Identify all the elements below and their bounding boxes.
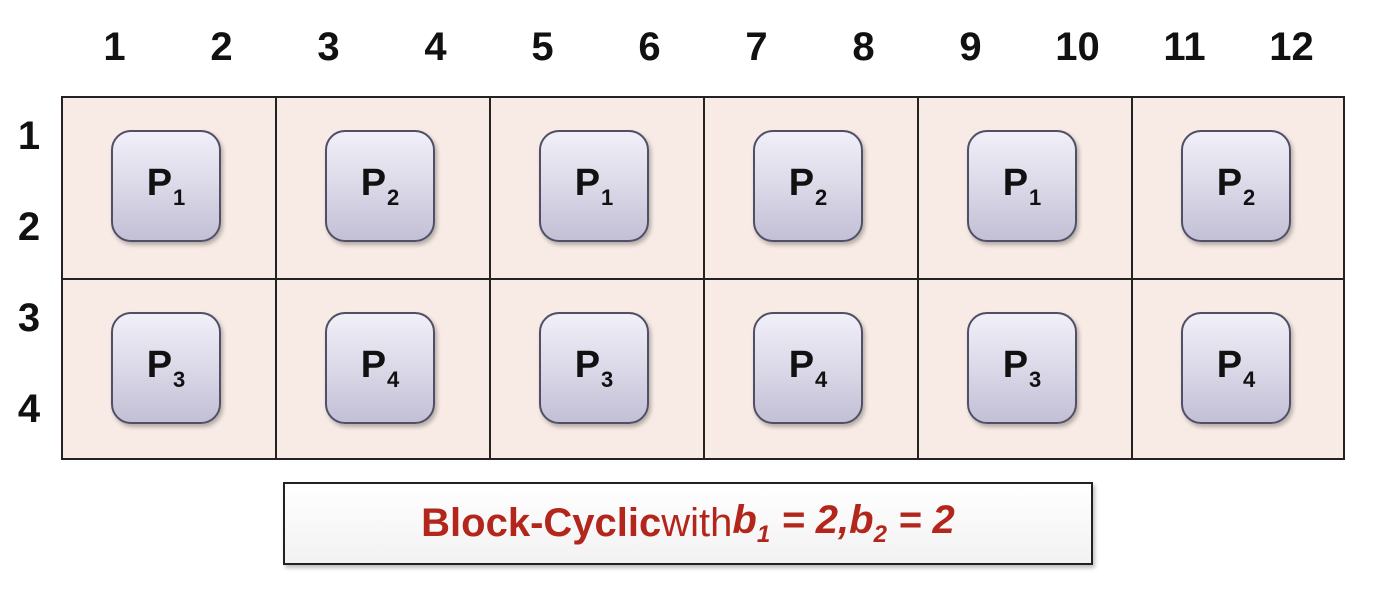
- processor-letter: P: [574, 161, 601, 204]
- caption-b2: b2 = 2: [849, 498, 955, 549]
- processor-label: P3: [575, 346, 614, 391]
- processor-box: P3: [967, 312, 1077, 424]
- processor-index: 2: [387, 184, 400, 210]
- matrix-block: P2: [277, 98, 491, 280]
- processor-box: P2: [325, 130, 435, 242]
- column-label: 12: [1269, 25, 1314, 69]
- processor-index: 4: [815, 366, 828, 392]
- processor-label: P1: [575, 164, 614, 209]
- matrix-block: P3: [491, 280, 705, 462]
- processor-index: 1: [1029, 184, 1042, 210]
- caption-b1: b1 = 2,: [732, 498, 849, 549]
- caption-plain: with: [661, 501, 733, 545]
- processor-letter: P: [146, 161, 173, 204]
- processor-box: P4: [1181, 312, 1291, 424]
- processor-label: P4: [361, 346, 400, 391]
- caption-b2-sub: 2: [873, 521, 887, 548]
- processor-label: P3: [147, 346, 186, 391]
- caption-b2-rest: = 2: [886, 498, 955, 542]
- processor-index: 1: [601, 184, 614, 210]
- processor-letter: P: [1002, 343, 1029, 386]
- processor-box: P1: [539, 130, 649, 242]
- column-label: 11: [1163, 25, 1206, 69]
- processor-letter: P: [146, 343, 173, 386]
- column-label: 1: [103, 25, 126, 69]
- processor-label: P2: [1217, 164, 1256, 209]
- processor-index: 4: [387, 366, 400, 392]
- matrix-block: P4: [277, 280, 491, 462]
- column-label: 10: [1055, 25, 1100, 69]
- matrix-block: P3: [63, 280, 277, 462]
- processor-index: 3: [173, 366, 186, 392]
- processor-label: P1: [147, 164, 186, 209]
- matrix-block: P3: [919, 280, 1133, 462]
- processor-letter: P: [574, 343, 601, 386]
- matrix-block: P2: [1133, 98, 1347, 280]
- processor-box: P4: [753, 312, 863, 424]
- column-label: 8: [852, 25, 875, 69]
- processor-letter: P: [788, 161, 815, 204]
- column-label: 3: [317, 25, 340, 69]
- row-label: 2: [17, 204, 41, 249]
- processor-box: P4: [325, 312, 435, 424]
- processor-index: 3: [1029, 366, 1042, 392]
- processor-label: P1: [1003, 164, 1042, 209]
- processor-label: P3: [1003, 346, 1042, 391]
- processor-box: P2: [1181, 130, 1291, 242]
- column-label: 7: [745, 25, 768, 69]
- matrix-block: P4: [705, 280, 919, 462]
- row-label: 3: [17, 295, 41, 340]
- matrix-block: P2: [705, 98, 919, 280]
- column-label: 2: [210, 25, 233, 69]
- processor-letter: P: [1002, 161, 1029, 204]
- caption-b1-sub: 1: [756, 521, 771, 548]
- processor-index: 2: [1243, 184, 1256, 210]
- processor-index: 1: [173, 184, 186, 210]
- grid-divider-horizontal: [63, 278, 1343, 280]
- row-label: 4: [17, 386, 41, 431]
- column-label: 5: [531, 25, 554, 69]
- processor-letter: P: [1216, 343, 1243, 386]
- processor-letter: P: [1216, 161, 1243, 204]
- matrix-block: P1: [491, 98, 705, 280]
- column-label: 9: [959, 25, 982, 69]
- processor-index: 3: [601, 366, 614, 392]
- processor-label: P2: [361, 164, 400, 209]
- column-label: 4: [424, 25, 447, 69]
- column-label: 6: [638, 25, 661, 69]
- processor-box: P1: [111, 130, 221, 242]
- caption-strong: Block-Cyclic: [421, 501, 662, 545]
- processor-index: 2: [815, 184, 828, 210]
- processor-letter: P: [360, 161, 387, 204]
- caption-box: Block-Cyclic with b1 = 2, b2 = 2: [283, 482, 1093, 565]
- matrix-block: P1: [919, 98, 1133, 280]
- caption-b2-var: b: [849, 498, 874, 542]
- processor-label: P4: [789, 346, 828, 391]
- caption-b1-var: b: [732, 498, 757, 542]
- processor-box: P3: [539, 312, 649, 424]
- processor-letter: P: [788, 343, 815, 386]
- processor-box: P3: [111, 312, 221, 424]
- processor-label: P2: [789, 164, 828, 209]
- processor-box: P1: [967, 130, 1077, 242]
- processor-index: 4: [1243, 366, 1256, 392]
- matrix-block: P1: [63, 98, 277, 280]
- matrix-block: P4: [1133, 280, 1347, 462]
- processor-letter: P: [360, 343, 387, 386]
- caption-b1-rest: = 2,: [770, 498, 850, 542]
- processor-box: P2: [753, 130, 863, 242]
- row-label: 1: [17, 113, 41, 158]
- processor-label: P4: [1217, 346, 1256, 391]
